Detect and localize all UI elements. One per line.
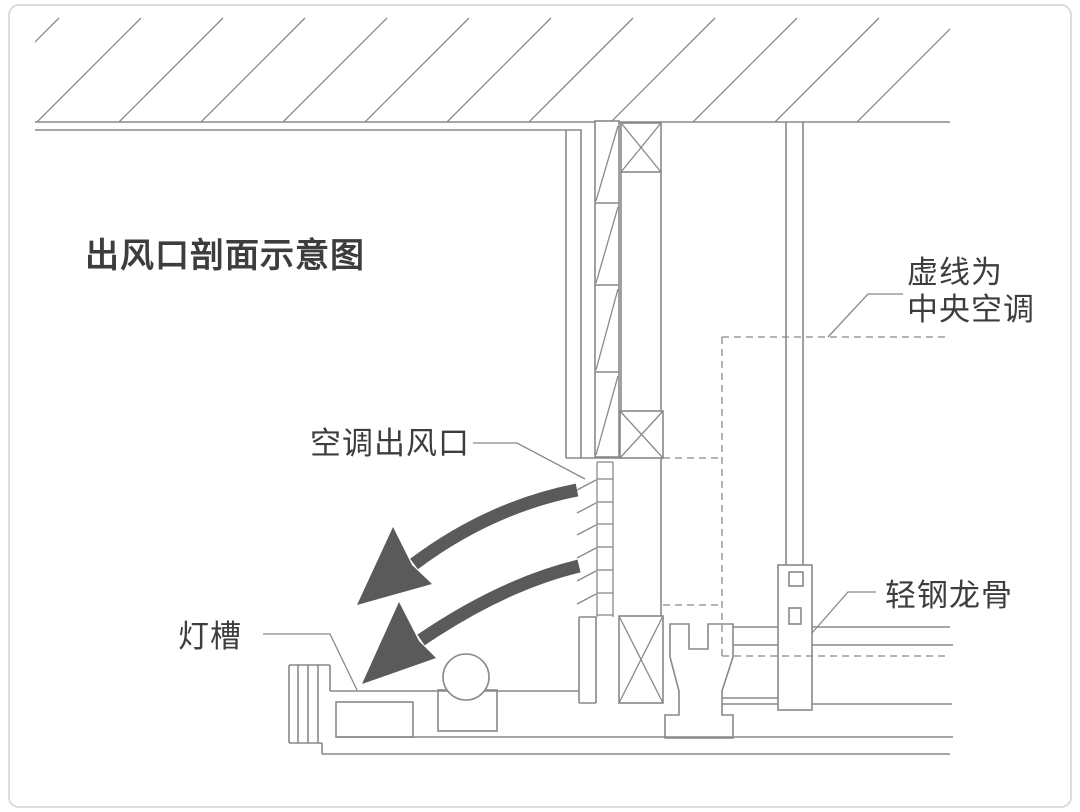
label-ac-outlet: 空调出风口 (310, 426, 470, 461)
ceiling-gypsum-board (322, 736, 953, 755)
downlight (437, 653, 498, 732)
trough-light-fixture (335, 701, 414, 738)
keel-hanger-bracket (777, 564, 813, 711)
label-dashed-note-line2: 中央空调 (907, 292, 1035, 327)
air-outlet-louver (576, 461, 614, 617)
wall-stud-strip (594, 120, 620, 458)
canvas-border (8, 4, 1072, 808)
ceiling-slab-hatch (35, 17, 950, 122)
main-keel-profile (664, 623, 734, 739)
airflow-arrow-lower (362, 559, 581, 684)
hanger-rod (785, 122, 804, 565)
dashed-note-leader (827, 293, 903, 338)
ceiling-slab-soffit (35, 121, 950, 458)
furring-channels (712, 626, 953, 705)
label-dashed-note-line1: 虚线为 (907, 255, 1003, 290)
outlet-lower-board (578, 616, 597, 704)
outlet-leader (473, 442, 586, 480)
diagram-title: 出风口剖面示意图 (85, 237, 365, 275)
airflow-arrow-upper (357, 483, 579, 605)
duct-riser-column (618, 122, 664, 704)
label-light-steel-keel: 轻钢龙骨 (885, 578, 1013, 613)
central-ac-dashed-outline (663, 336, 950, 657)
light-trough (288, 664, 579, 754)
label-dashed-note: 虚线为 中央空调 (907, 254, 1035, 328)
trough-leader (263, 633, 358, 691)
leader-lines (263, 293, 903, 691)
label-light-trough: 灯槽 (178, 619, 242, 654)
keel-leader (811, 591, 876, 634)
duct-side-wall (565, 130, 621, 459)
